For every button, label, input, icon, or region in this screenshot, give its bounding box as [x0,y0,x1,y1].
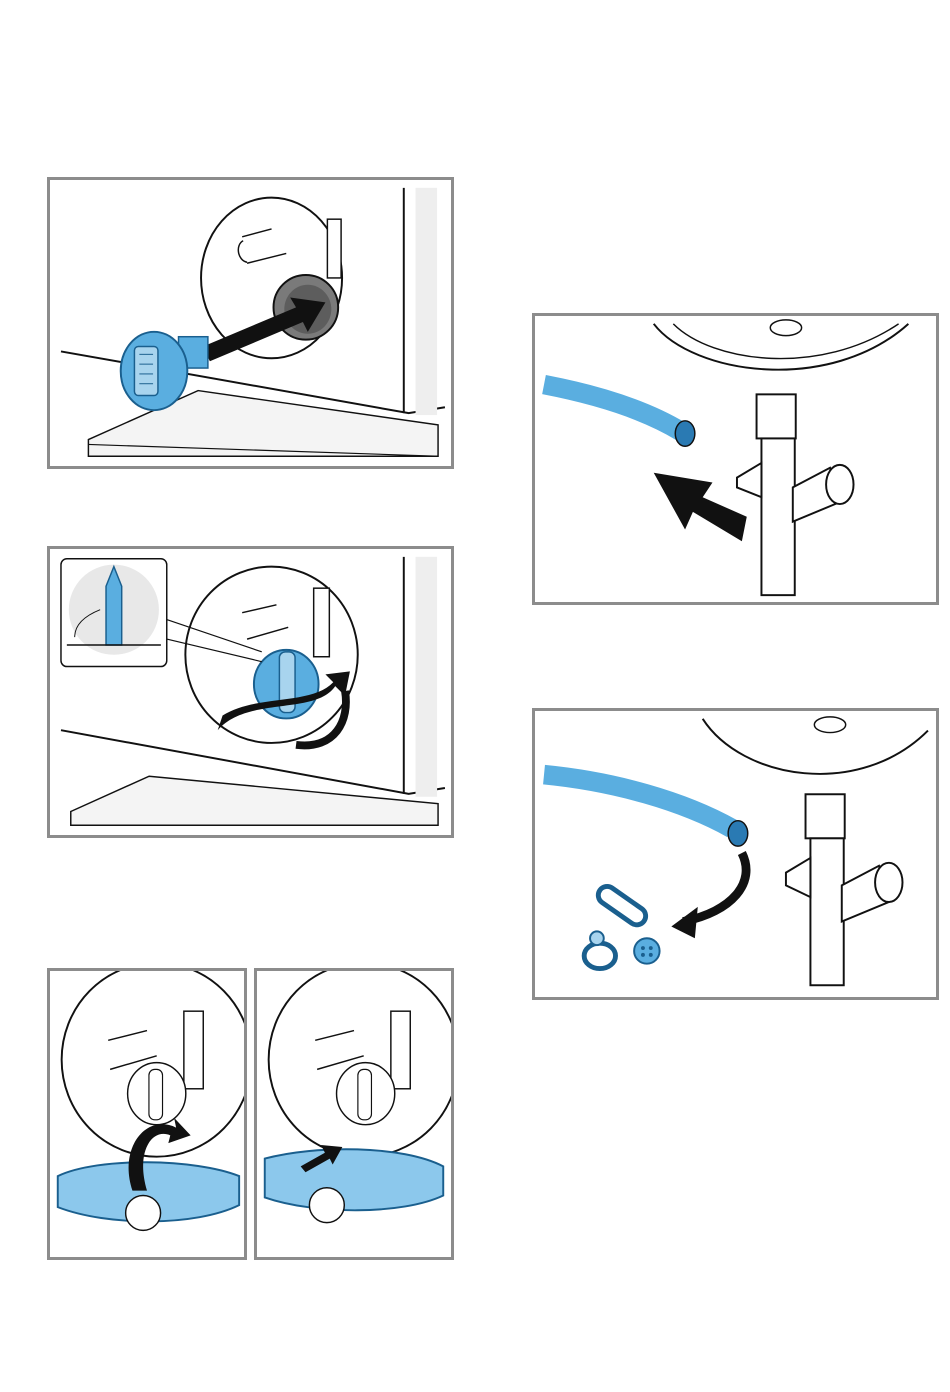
siphon-icon [737,394,854,595]
drain-hose-icon [544,775,732,829]
foreign-objects-illustration [535,711,936,997]
figure-maintenance-flap-close [254,968,454,1260]
figure-foreign-objects [532,708,939,1000]
paper-clip-icon [595,883,649,928]
figure-connect-drain-hose [532,313,939,605]
drain-hose-icon [544,385,681,432]
insert-filter-illustration [50,180,451,466]
button-icon [634,938,659,963]
figure-turn-pump-filter [47,546,454,838]
connect-hose-illustration [535,316,936,602]
flap-icon [265,1149,443,1210]
flap-close-illustration [257,971,451,1257]
ring-icon [584,943,615,968]
siphon-icon [786,794,903,985]
flap-hinge-illustration [50,971,244,1257]
figure-insert-pump-filter [47,177,454,469]
turn-filter-illustration [50,549,451,835]
push-arrow-icon [654,473,747,542]
figure-maintenance-flap-hinge [47,968,247,1260]
